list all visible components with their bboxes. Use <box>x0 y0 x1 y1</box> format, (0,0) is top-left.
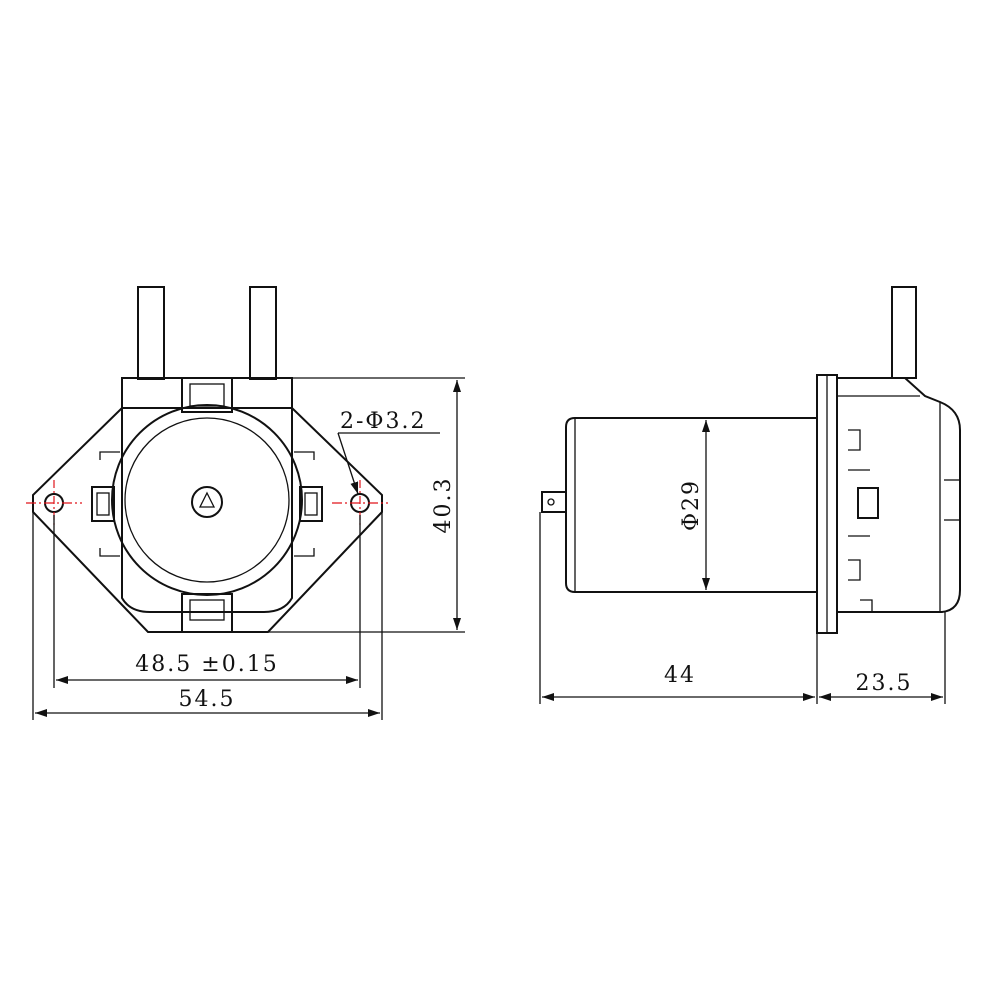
left-latch-inner <box>96 492 110 516</box>
bottom-clamp <box>181 593 233 633</box>
height-label: 40.3 <box>431 477 456 534</box>
right-latch <box>299 486 323 522</box>
tube-block <box>121 377 293 409</box>
overall-width-label: 54.5 <box>179 687 236 712</box>
right-latch-inner <box>304 492 318 516</box>
pump-head-length-label: 23.5 <box>856 671 913 696</box>
top-clamp <box>181 377 233 413</box>
shaft-star <box>198 491 216 508</box>
hole-leader <box>337 432 359 495</box>
left-guide <box>99 451 120 557</box>
hole-label: 2-Φ3.2 <box>340 409 426 434</box>
side-tube <box>891 286 917 379</box>
hole-spacing-label: 48.5 ±0.15 <box>135 652 278 677</box>
outlet-tube <box>249 286 277 380</box>
front-view: 40.3 2-Φ3.2 48.5 ±0.15 54.5 <box>26 286 465 720</box>
left-latch <box>91 486 115 522</box>
right-guide <box>294 451 315 557</box>
motor-diameter-label: Φ29 <box>679 479 704 531</box>
side-latch <box>857 487 879 519</box>
inlet-tube <box>137 286 165 380</box>
motor-length-label: 44 <box>664 663 696 688</box>
bottom-clamp-inner <box>189 599 225 621</box>
pump-ribs <box>848 429 873 612</box>
mounting-flange <box>32 407 383 633</box>
terminal-hole <box>547 498 555 506</box>
pump-housing <box>121 400 293 613</box>
top-clamp-inner <box>189 383 225 407</box>
rotor-circle <box>111 404 303 596</box>
side-view: Φ29 44 23.5 <box>539 286 961 704</box>
motor-terminal <box>541 491 567 513</box>
rotor-inner-circle <box>124 417 290 583</box>
shaft-hub <box>191 486 223 518</box>
pump-head <box>837 377 961 613</box>
